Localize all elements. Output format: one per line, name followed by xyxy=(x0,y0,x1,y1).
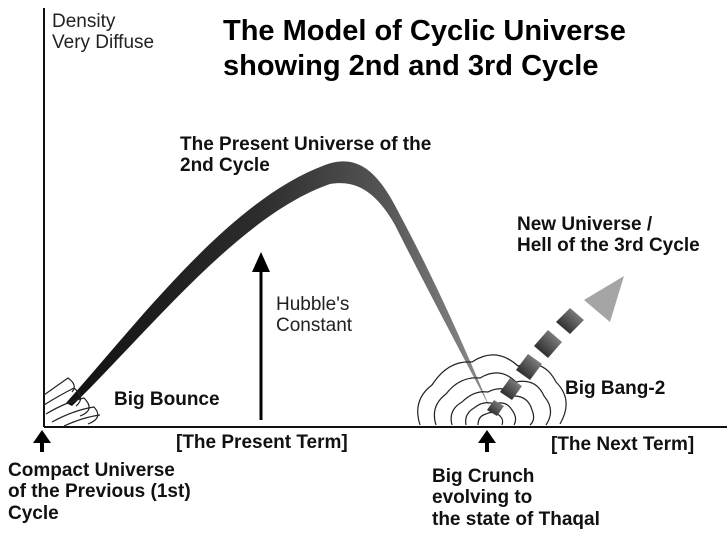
big-crunch-label-line-2: evolving to xyxy=(432,487,533,509)
big-crunch-label-line-3: the state of Thaqal xyxy=(432,508,600,530)
y-axis-label: Density Very Diffuse xyxy=(52,11,154,54)
y-axis-label-line-2: Very Diffuse xyxy=(52,32,155,54)
present-universe-label: The Present Universe of the 2nd Cycle xyxy=(180,134,431,177)
y-axis-label-line-1: Density xyxy=(52,11,116,32)
compact-universe-label-line-3: Cycle xyxy=(8,502,59,524)
compact-universe-arrow xyxy=(33,430,51,452)
universe-expansion-band xyxy=(66,161,490,408)
diagram-title: The Model of Cyclic Universe showing 2nd… xyxy=(223,14,626,84)
present-universe-label-line-1: The Present Universe of the xyxy=(180,134,432,155)
title-line-1: The Model of Cyclic Universe xyxy=(223,15,626,47)
next-term-label: [The Next Term] xyxy=(551,434,695,455)
new-universe-label-line-2: Hell of the 3rd Cycle xyxy=(517,235,700,257)
big-bounce-label: Big Bounce xyxy=(114,389,220,410)
big-bounce-swirl xyxy=(43,377,101,427)
compact-universe-label: Compact Universe of the Previous (1st) C… xyxy=(8,460,191,524)
big-crunch-label: Big Crunch evolving to the state of Thaq… xyxy=(432,466,600,530)
hubble-arrow xyxy=(252,252,270,420)
present-universe-label-line-2: 2nd Cycle xyxy=(180,155,270,177)
big-crunch-label-line-1: Big Crunch xyxy=(432,466,535,487)
title-line-2: showing 2nd and 3rd Cycle xyxy=(223,49,599,82)
compact-universe-label-line-1: Compact Universe xyxy=(8,460,175,481)
big-bang-2-label: Big Bang-2 xyxy=(565,378,666,399)
hubble-constant-label: Hubble's Constant xyxy=(276,294,352,337)
new-universe-label: New Universe / Hell of the 3rd Cycle xyxy=(517,214,700,257)
new-universe-label-line-1: New Universe / xyxy=(517,214,653,235)
compact-universe-label-line-2: of the Previous (1st) xyxy=(8,481,191,503)
next-cycle-arrow xyxy=(487,276,624,416)
big-crunch-arrow xyxy=(478,430,496,452)
present-term-label: [The Present Term] xyxy=(176,432,348,453)
big-bang-2-cloud xyxy=(417,354,567,426)
hubble-constant-label-line-1: Hubble's xyxy=(276,294,350,315)
hubble-constant-label-line-2: Constant xyxy=(276,315,353,337)
